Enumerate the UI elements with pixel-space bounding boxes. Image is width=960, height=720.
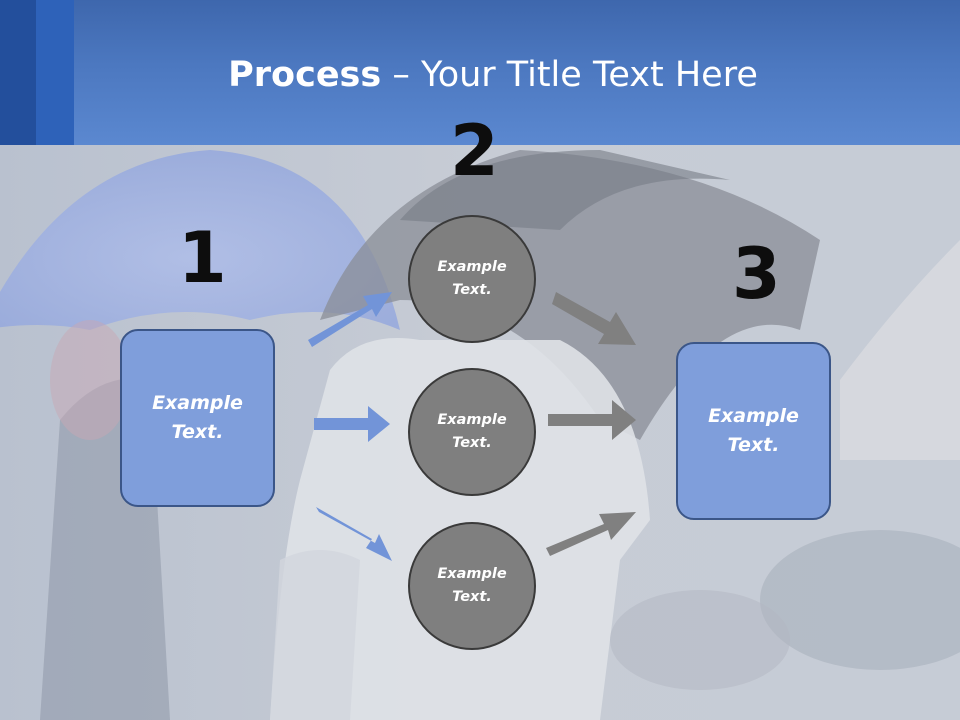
- arrow-input-to-circle-2: [314, 406, 390, 442]
- output-box-text: Example Text.: [694, 402, 814, 460]
- input-box-line-2: Text.: [171, 421, 224, 443]
- input-box-line-1: Example: [152, 392, 243, 414]
- circle-2-text: Example Text.: [427, 409, 517, 455]
- circle-3-text: Example Text.: [427, 563, 517, 609]
- step-number-2: 2: [450, 110, 499, 192]
- circle-3-line-1: Example: [437, 566, 507, 582]
- arrow-input-to-circle-1: [308, 292, 392, 347]
- process-circle-3[interactable]: Example Text.: [408, 522, 536, 650]
- output-box-line-1: Example: [708, 405, 799, 427]
- input-box-text: Example Text.: [138, 389, 258, 447]
- process-circle-2[interactable]: Example Text.: [408, 368, 536, 496]
- circle-3-line-2: Text.: [452, 589, 492, 605]
- circle-2-line-2: Text.: [452, 435, 492, 451]
- process-circle-1[interactable]: Example Text.: [408, 215, 536, 343]
- circle-1-text: Example Text.: [427, 256, 517, 302]
- banner-accent-stripe: [0, 0, 36, 145]
- slide-title-rest: – Your Title Text Here: [381, 55, 758, 95]
- arrow-circle-2-to-output: [548, 400, 636, 440]
- step-number-1: 1: [178, 217, 227, 299]
- slide-title: Process – Your Title Text Here: [0, 52, 960, 98]
- output-box[interactable]: Example Text.: [676, 342, 831, 520]
- circle-1-line-2: Text.: [452, 282, 492, 298]
- circle-1-line-1: Example: [437, 259, 507, 275]
- slide-title-bold: Process: [228, 55, 382, 95]
- input-box[interactable]: Example Text.: [120, 329, 275, 507]
- title-banner: [0, 0, 960, 145]
- arrow-circle-3-to-output: [546, 512, 636, 556]
- arrow-input-to-circle-3: [316, 507, 392, 561]
- banner-accent-stripe: [36, 0, 74, 145]
- step-number-3: 3: [732, 233, 781, 315]
- output-box-line-2: Text.: [727, 434, 780, 456]
- arrow-circle-1-to-output: [552, 292, 636, 345]
- circle-2-line-1: Example: [437, 412, 507, 428]
